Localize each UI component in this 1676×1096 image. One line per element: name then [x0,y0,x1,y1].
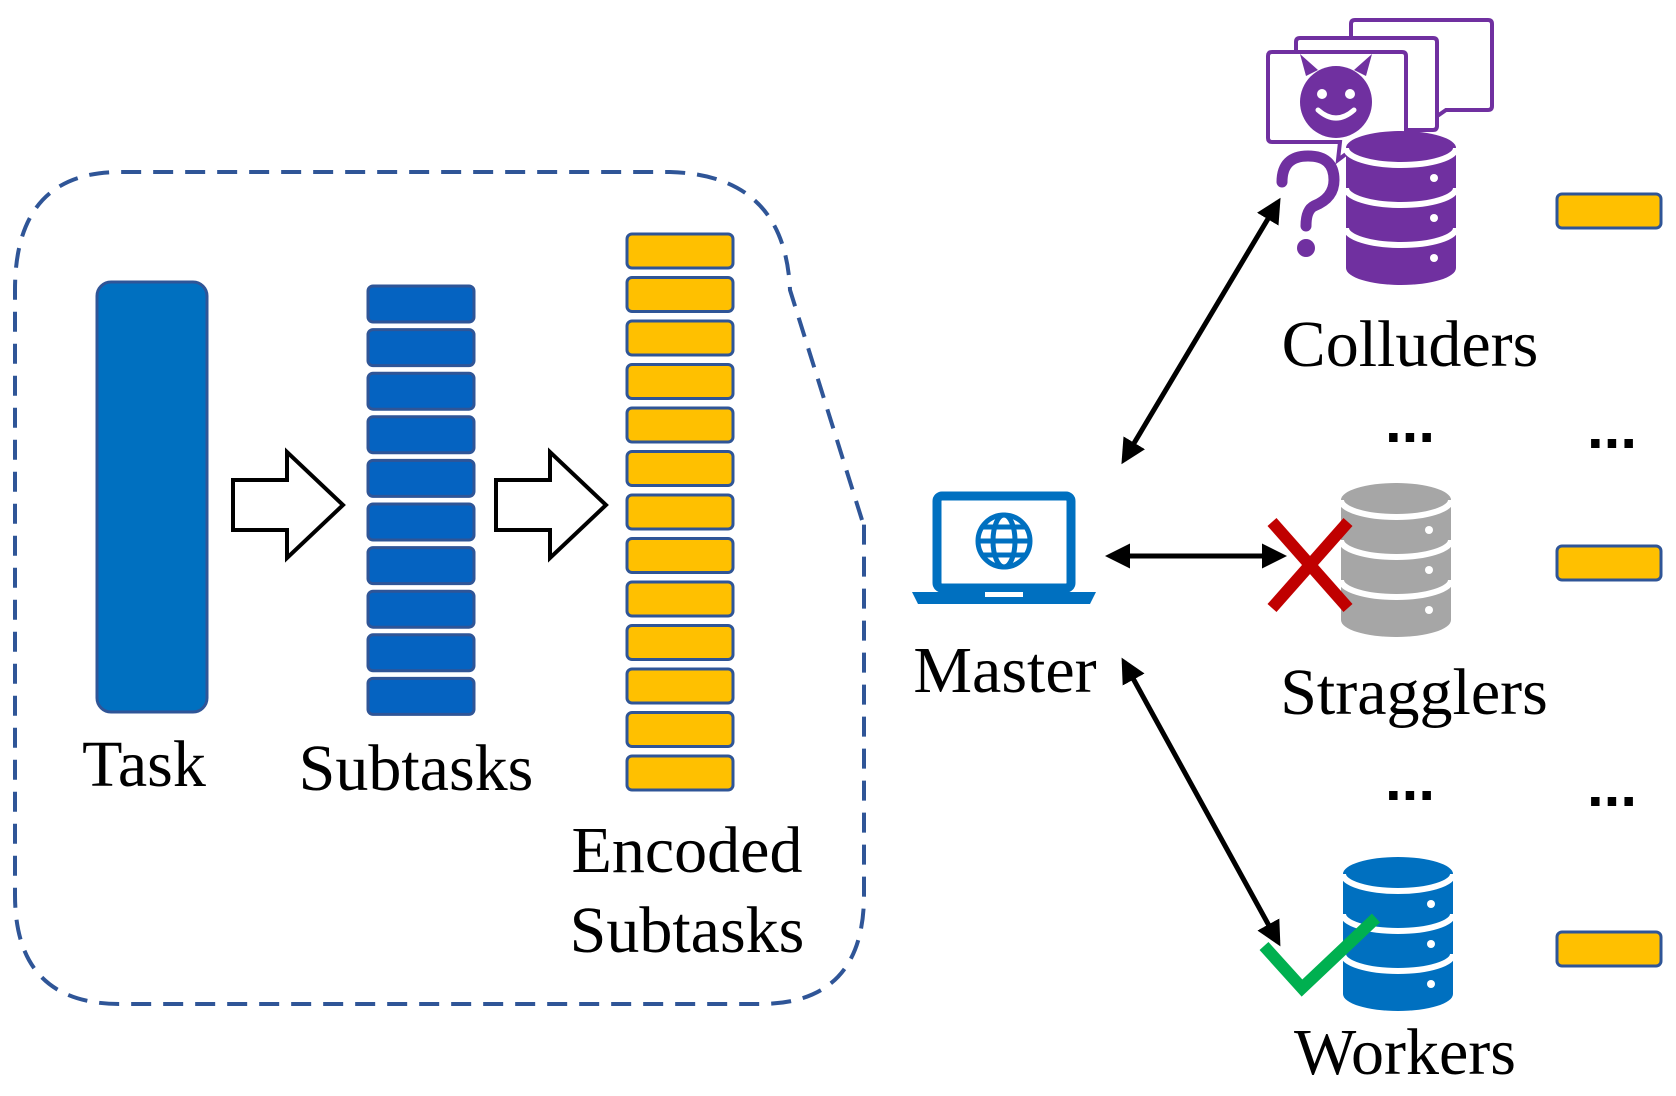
assigned-task-straggler [1555,544,1663,582]
subtask-block [366,633,476,673]
hollow-arrow-1 [231,447,346,563]
laptop-globe-icon [912,491,1096,604]
workers-label: Workers [1294,1016,1516,1089]
task-label: Task [82,728,206,801]
colluders-label: Colluders [1282,308,1539,381]
encoded-subtasks-stack [625,232,735,792]
encoded-subtask-block [625,754,735,792]
subtask-block [366,328,476,368]
subtask-block [366,589,476,629]
encoded-label-line2: Subtasks [570,894,805,967]
database-cross-icon [1267,483,1454,637]
dashed-callout-border [13,170,866,1006]
encoded-subtask-block [625,450,735,487]
subtask-block [366,284,476,324]
devil-database-icon [1266,18,1494,285]
arrow-master-colluders [1121,197,1281,465]
encoded-subtask-block [625,232,735,270]
encoded-subtask-block [625,276,735,313]
subtask-block [366,415,476,455]
subtasks-stack [366,284,476,716]
subtasks-label: Subtasks [299,732,534,805]
stragglers-label: Stragglers [1280,656,1548,729]
hollow-arrow-2 [494,447,609,563]
encoded-subtask-block [625,493,735,531]
encoded-subtask-block [625,711,735,748]
encoded-subtask-block [625,363,735,400]
subtask-block [366,502,476,542]
assigned-task-worker [1555,930,1663,968]
encoded-subtask-block [625,580,735,618]
ellipsis-tasks-top: ... [1587,394,1637,461]
ellipsis-tasks-bottom: ... [1587,752,1637,819]
subtask-block [366,546,476,586]
assigned-task-colluder [1555,192,1663,230]
subtask-block [366,458,476,498]
encoded-subtask-block [625,667,735,705]
task-block [95,280,209,714]
encoded-label-line1: Encoded [572,814,803,887]
encoded-subtask-block [625,319,735,357]
master-label: Master [913,634,1096,707]
arrow-master-workers [1121,657,1281,947]
encoded-subtask-block [625,624,735,661]
ellipsis-icons-top: ... [1385,388,1435,455]
ellipsis-icons-bottom: ... [1385,746,1435,813]
encoded-subtask-block [625,406,735,444]
subtask-block [366,676,476,716]
encoded-subtask-block [625,537,735,574]
database-check-icon [1259,857,1456,1011]
subtask-block [366,371,476,411]
